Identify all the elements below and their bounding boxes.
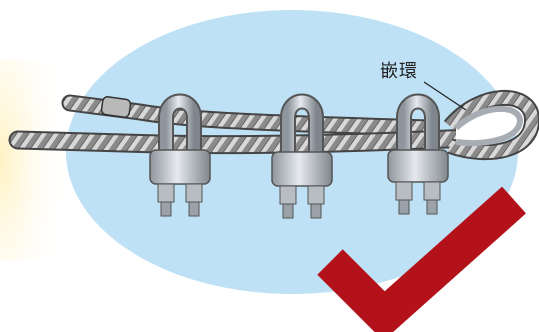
u-bolt-clip-1: [149, 93, 211, 217]
left-glow: [0, 60, 70, 260]
rope-loop: [445, 92, 538, 159]
label-leader-line: [423, 81, 467, 111]
u-bolt-clip-3: [387, 93, 449, 215]
thimble: [453, 105, 524, 146]
u-bolt-clip-2: [271, 93, 333, 219]
rope-seizing: [100, 96, 132, 118]
thimble-label: 嵌環: [380, 61, 418, 82]
check-icon: [317, 186, 526, 332]
dead-end-rope: [63, 96, 437, 135]
